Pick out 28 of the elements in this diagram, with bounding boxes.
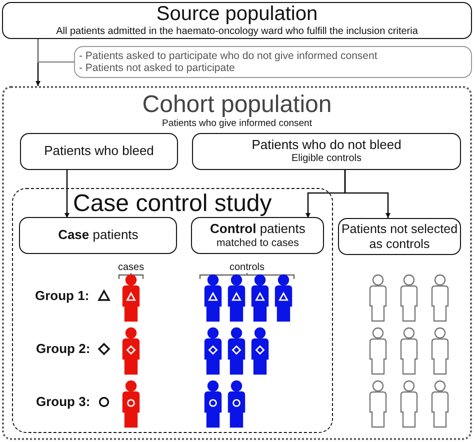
text: Eligible controls — [291, 153, 362, 165]
arrow — [344, 170, 390, 218]
arrow — [64, 170, 70, 218]
rounded-box — [191, 217, 324, 254]
rounded-box — [2, 2, 472, 39]
text: Case control study — [73, 190, 272, 218]
text: - Patients not asked to participate — [79, 62, 235, 74]
note-box — [74, 46, 472, 78]
text: Patients who bleed — [44, 144, 154, 159]
group-label: Group 2: — [36, 341, 90, 356]
heading: Cohort population — [142, 91, 332, 119]
text: All patients admitted in the haemato-oncology ward who fulfill the inclusion criteria — [56, 26, 418, 38]
connector-line — [37, 39, 74, 63]
heading: Control patients — [210, 222, 306, 238]
bracket-label: cases — [118, 262, 144, 273]
group-label: Group 3: — [36, 394, 90, 409]
group-label: Group 1: — [35, 288, 90, 303]
heading: Patients who do not bleed — [252, 138, 402, 154]
text: - Patients asked to participate who do not give informed consent — [79, 50, 378, 62]
text: Case patients — [58, 228, 138, 244]
text: Patients who give informed consent — [162, 118, 312, 130]
rounded-box — [19, 217, 178, 254]
rounded-box — [20, 133, 178, 170]
bracket-label: controls — [230, 262, 265, 273]
text: Patients not selected as controls — [340, 222, 459, 251]
rounded-box — [192, 133, 461, 170]
heading: Source population — [156, 3, 318, 26]
text: matched to cases — [216, 237, 299, 250]
